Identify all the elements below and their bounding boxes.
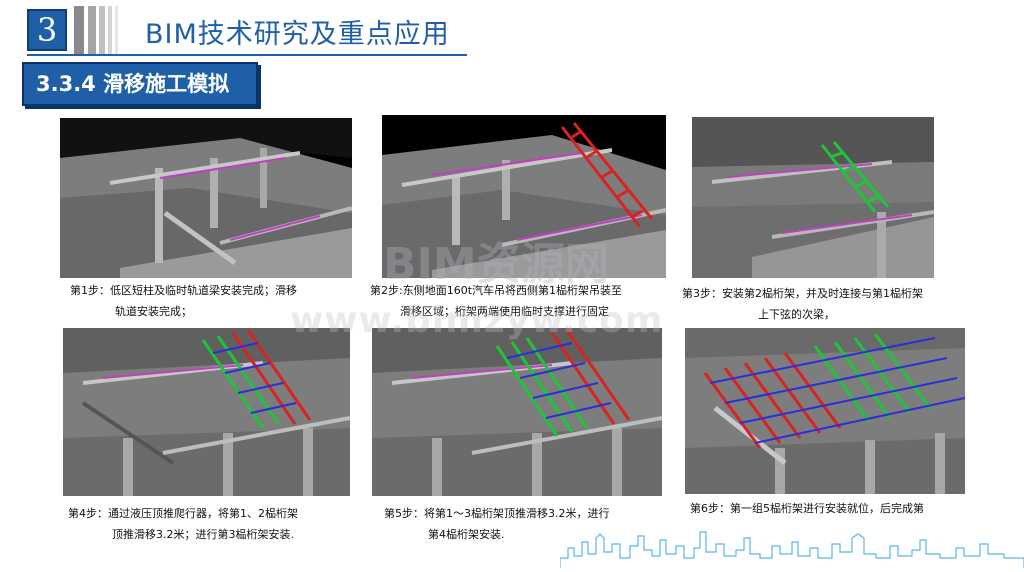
header-stripe [115,6,118,54]
step-3-caption-line1: 第3步：安装第2榀桁架，并及时连接与第1榀桁架 [682,287,923,300]
step-1-caption: 第1步：低区短柱及临时轨道梁安装完成；滑移 轨道安装完成； [70,280,297,322]
step-3-caption-line2: 上下弦的次梁， [758,308,835,321]
header-stripe [74,6,84,54]
step-1-image [60,118,352,278]
section-number-badge: 3 [27,9,67,51]
step-2-caption-line1: 第2步:东侧地面160t汽车吊将西侧第1榀桁架吊装至 [370,284,623,297]
header-stripe [108,6,112,54]
step-4-image [63,328,350,496]
step-3-caption: 第3步：安装第2榀桁架，并及时连接与第1榀桁架 上下弦的次梁， [682,283,923,325]
step-5-caption: 第5步：将第1～3榀桁架顶推滑移3.2米，进行 第4榀桁架安装. [384,503,610,545]
step-4-caption: 第4步：通过液压顶推爬行器，将第1、2榀桁架 顶推滑移3.2米；进行第3榀桁架安… [68,503,298,545]
step-5-caption-line1: 第5步：将第1～3榀桁架顶推滑移3.2米，进行 [384,507,610,520]
step-5-caption-line2: 第4榀桁架安装. [428,528,505,541]
header-underline [27,54,467,56]
skyline-decoration [559,528,1024,568]
step-3-image [692,117,934,278]
page-title: BIM技术研究及重点应用 [145,19,450,50]
watermark-url: www.bimzyw.com [290,300,664,341]
step-2-image [382,115,666,278]
step-4-caption-line1: 第4步：通过液压顶推爬行器，将第1、2榀桁架 [68,507,298,520]
step-1-caption-line1: 第1步：低区短柱及临时轨道梁安装完成；滑移 [70,284,297,297]
step-1-caption-line2: 轨道安装完成； [115,305,192,318]
header-stripe [88,6,96,54]
step-2-caption-line2: 滑移区域；桁架两端使用临时支撑进行固定 [400,305,609,318]
step-6-caption: 第6步：第一组5榀桁架进行安装就位，后完成第 [690,498,924,519]
header-stripe [99,6,105,54]
section-subtitle: 3.3.4 滑移施工模拟 [22,62,258,106]
step-6-caption-line1: 第6步：第一组5榀桁架进行安装就位，后完成第 [690,502,924,515]
step-2-caption: 第2步:东侧地面160t汽车吊将西侧第1榀桁架吊装至 滑移区域；桁架两端使用临时… [370,280,622,322]
watermark-text: BIM资源网 [383,239,609,290]
step-5-image [372,328,662,496]
step-4-caption-line2: 顶推滑移3.2米；进行第3榀桁架安装. [112,528,294,541]
step-6-image [685,328,965,494]
